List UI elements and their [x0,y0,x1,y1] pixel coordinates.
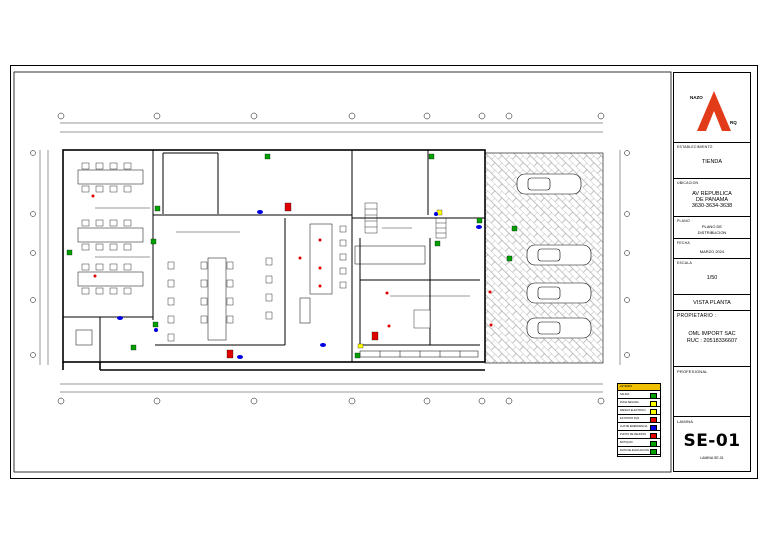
exit-signs [66,153,518,359]
extinguisher-marks [91,194,493,328]
location-line-2: DE PANAMA [696,197,728,203]
owner-cell: PROPIETARIO : OML IMPORT SAC RUC : 20518… [674,311,750,367]
legend-row-label: RUTA DE EVACUACION [620,449,649,452]
legend-symbol-icon [650,417,657,423]
legend-symbol-icon [650,393,657,399]
plan-cell: PLANO PLANO DE DISTRIBUCION [674,217,750,239]
project-label: ESTABLECIMIENTO [677,145,713,149]
parked-cars [516,173,592,339]
grid-bubbles-right [624,150,630,358]
date-value: MARZO 2024 [699,249,725,254]
legend-row: RUTA DE EVACUACION [618,448,660,455]
owner-line-1: OML IMPORT SAC [688,331,736,337]
company-logo [697,91,731,131]
logo-text-bottom: RQ [730,120,737,125]
legend-title: LEYENDA [620,385,633,388]
date-cell: FECHA MARZO 2024 [674,239,750,259]
window-mullions [354,245,479,358]
sheet-label: LAMINA [677,419,694,424]
evacuation-route [95,207,470,297]
grid-bubbles-top [57,112,605,120]
inner-border [13,71,672,473]
chairs-left [81,162,132,295]
chairs-center [167,225,431,342]
legend-row: BOTIQUIN [618,440,660,447]
plan-line-2: DISTRIBUCION [697,230,727,235]
emergency-lights [117,210,482,359]
location-line-3: 3630-3634-3638 [691,203,733,209]
center-tables [207,223,333,341]
sheet-footer: LAMINA SE-01 [700,456,724,460]
plan-line-1: PLANO DE [701,224,723,229]
legend-row-label: SALIDA [620,393,630,396]
legend-symbol-icon [650,401,657,407]
title-block: NAZO RQ ESTABLECIMIENTO TIENDA UBICACION… [673,72,751,472]
logo-cell: NAZO RQ [674,73,750,143]
date-label: FECHA [677,241,690,245]
scale-label: ESCALA [677,261,693,265]
owner-label: PROPIETARIO : [677,313,717,319]
plan-label: PLANO [677,219,690,223]
legend-symbol-icon [650,425,657,431]
fire-extinguishers [226,202,379,359]
legend-row-label: PUNTO DE REUNION [620,433,647,436]
sheet-cell: LAMINA SE-01 LAMINA SE-01 [674,417,750,471]
legend-symbol-icon [650,449,657,455]
location-label: UBICACION [677,181,699,185]
legend-symbol-icon [650,441,657,447]
location-line-1: AV REPUBLICA [692,191,732,197]
scale-value: 1/50 [706,275,718,281]
legend-row-label: EXTINTOR PQS [620,417,640,420]
legend-row-label: LUZ DE EMERGENCIA [620,425,648,428]
scale-cell: ESCALA 1/50 [674,259,750,295]
building-walls [62,149,486,371]
stairs [364,202,447,239]
project-cell: ESTABLECIMIENTO TIENDA [674,143,750,179]
legend-symbol-icon [650,433,657,439]
logo-text-top: NAZO [690,95,703,100]
legend-row: EXTINTOR PQS [618,416,660,423]
location-cell: UBICACION AV REPUBLICA DE PANAMA 3630-36… [674,179,750,217]
dimension-lines-top [39,122,621,393]
legend-title-row: LEYENDA [618,384,660,391]
legend-table: LEYENDA SALIDA ZONA SEGURA RIESGO ELECTRIC… [617,383,661,457]
legend-row-label: ZONA SEGURA [620,401,639,404]
legend-row: SALIDA [618,392,660,399]
sheet-code: SE-01 [683,431,741,451]
view-value: VISTA PLANTA [693,300,731,306]
legend-row: LUZ DE EMERGENCIA [618,424,660,431]
legend-row: RIESGO ELECTRICO [618,408,660,415]
project-value: TIENDA [701,159,723,165]
legend-row: ZONA SEGURA [618,400,660,407]
grid-bubbles-left [30,150,36,358]
legend-row-label: RIESGO ELECTRICO [620,409,646,412]
professional-cell: PROFESIONAL [674,367,750,417]
grid-bubbles-bottom [57,397,605,405]
view-cell: VISTA PLANTA [674,295,750,311]
owner-line-2: RUC : 20518336607 [686,338,738,344]
professional-label: PROFESIONAL [677,369,708,374]
legend-row-label: BOTIQUIN [620,441,633,444]
interior-walls [63,150,485,362]
workstation-tables [75,169,144,346]
legend-symbol-icon [650,409,657,415]
legend-row: PUNTO DE REUNION [618,432,660,439]
